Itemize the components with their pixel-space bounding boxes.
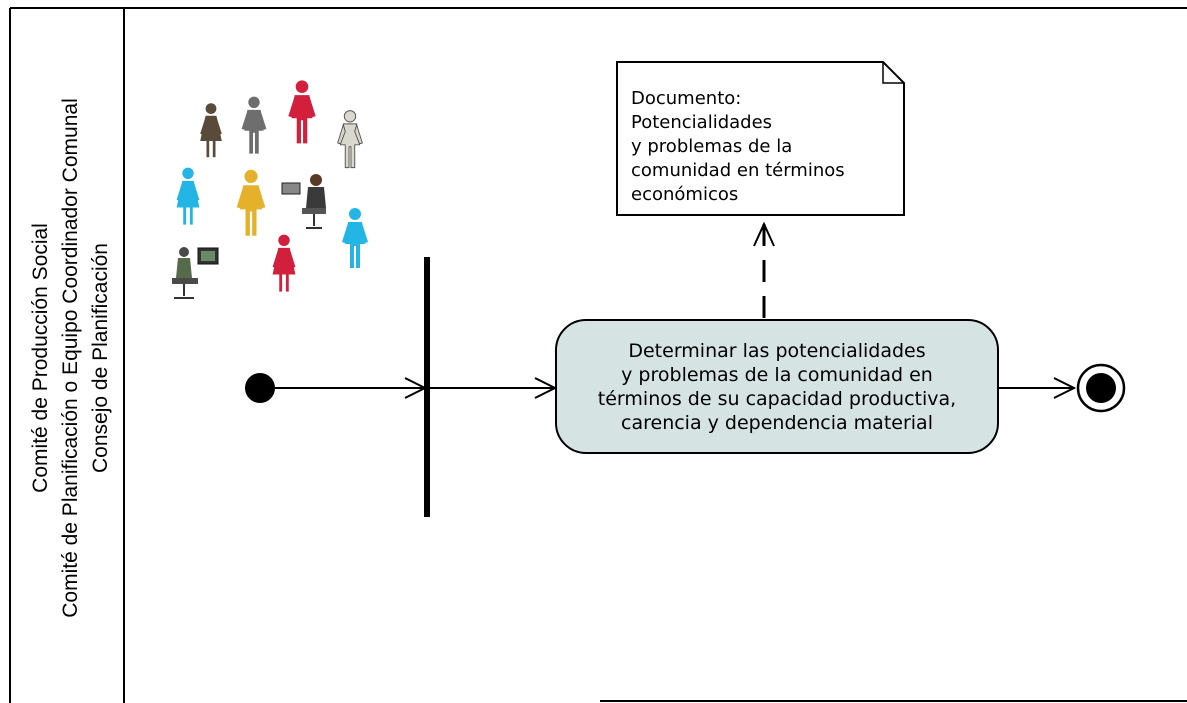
- swimlane-label-3: Consejo de Planificación: [89, 243, 112, 473]
- swimlane-label-2: Comité de Planificación o Equipo Coordin…: [59, 98, 82, 617]
- note-line-5: económicos: [631, 184, 738, 205]
- activity-line-1: Determinar las potencialidades: [628, 340, 925, 362]
- swimlane-labels: Comité de Producción Social Comité de Pl…: [29, 98, 112, 617]
- activity-node[interactable]: Determinar las potencialidades y problem…: [555, 319, 999, 454]
- woman-icon: [200, 103, 222, 158]
- fork-bar: [424, 257, 430, 517]
- document-note: Documento: Potencialidades y problemas d…: [616, 61, 905, 216]
- note-fold: [882, 62, 904, 84]
- businessman-icon: [241, 96, 267, 154]
- note-shape: [616, 61, 905, 216]
- activity-line-4: carencia y dependencia material: [621, 412, 933, 434]
- initial-node: [245, 373, 275, 403]
- activity-line-2: y problemas de la comunidad en: [621, 364, 933, 386]
- actors-clipart: [172, 80, 368, 299]
- note-line-4: comunidad en términos: [631, 160, 845, 181]
- dependency-arrow: [753, 221, 775, 318]
- swimlane-label-1: Comité de Producción Social: [29, 223, 52, 493]
- person-yellow-icon: [236, 169, 266, 236]
- note-line-2: Potencialidades: [631, 112, 772, 133]
- person-red-icon: [288, 80, 316, 144]
- person-at-laptop-icon: [281, 174, 326, 229]
- person-white-icon: [337, 110, 363, 169]
- person-at-computer-icon: [172, 247, 219, 299]
- note-line-1: Documento:: [631, 88, 741, 109]
- final-node: [1076, 363, 1126, 413]
- flow-initial-to-fork: [275, 377, 428, 399]
- swimlane: [9, 7, 1187, 703]
- activity-line-3: términos de su capacidad productiva,: [598, 388, 956, 410]
- person-blue-icon-2: [342, 208, 368, 268]
- flow-fork-to-activity: [430, 377, 558, 399]
- flow-activity-to-final: [998, 377, 1077, 399]
- note-line-3: y problemas de la: [631, 136, 792, 157]
- woman-red-icon: [272, 234, 296, 292]
- activity-box: [555, 319, 999, 454]
- person-blue-icon: [176, 167, 200, 225]
